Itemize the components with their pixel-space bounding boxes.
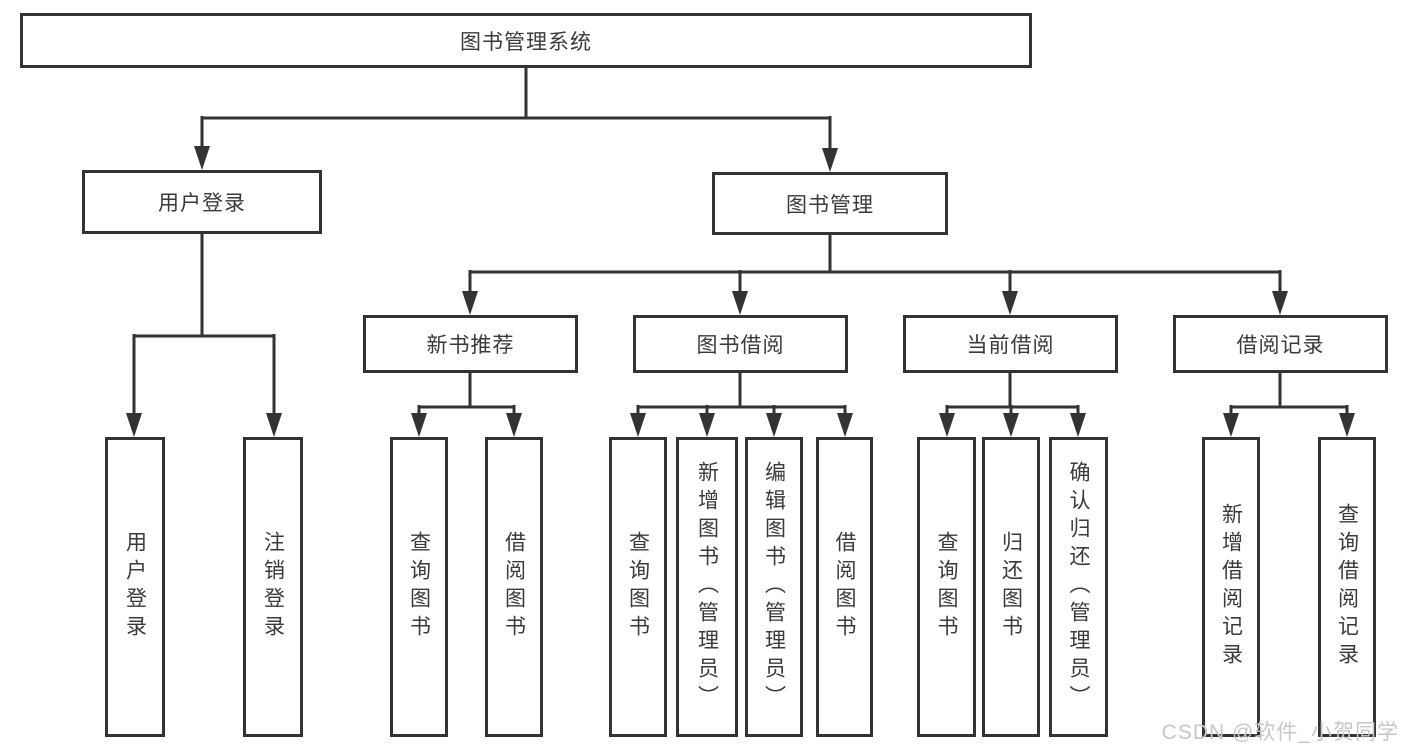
connector-userlogin-to-leaves [126, 234, 282, 437]
node-new-book-rec: 新书推荐 [363, 315, 578, 373]
leaf-record-add-borrow-record: 新增借阅记录 [1202, 437, 1260, 737]
csdn-watermark: CSDN @软件_小贺同学 [1161, 721, 1399, 744]
leaf-borrow-query-books: 查询图书 [609, 437, 667, 737]
node-book-borrow-label: 图书借阅 [696, 334, 785, 357]
leaf-borrow-add-books-admin: 新增图书（管理员） [676, 437, 738, 737]
connector-borrowrecord-to-leaves [1223, 373, 1355, 437]
leaf-newbook-borrow-books-label: 借阅图书 [502, 531, 526, 643]
node-book-mgmt-branch-label: 图书管理 [786, 193, 874, 217]
node-root-label: 图书管理系统 [460, 30, 592, 54]
node-user-login-branch: 用户登录 [82, 170, 322, 234]
leaf-record-add-borrow-record-label: 新增借阅记录 [1219, 503, 1243, 671]
leaf-logout-label: 注销登录 [261, 531, 285, 643]
leaf-logout: 注销登录 [243, 437, 303, 737]
leaf-user-login: 用户登录 [105, 437, 165, 737]
leaf-newbook-borrow-books: 借阅图书 [485, 437, 543, 737]
leaf-current-return-books-label: 归还图书 [999, 531, 1023, 643]
node-current-borrow: 当前借阅 [903, 315, 1118, 373]
leaf-borrow-borrow-books: 借阅图书 [816, 437, 873, 737]
connector-newbookrec-to-leaves [411, 373, 522, 437]
node-book-mgmt-branch: 图书管理 [712, 172, 948, 235]
leaf-borrow-edit-books-admin: 编辑图书（管理员） [745, 437, 803, 737]
leaf-borrow-borrow-books-label: 借阅图书 [833, 531, 856, 643]
leaf-current-return-books: 归还图书 [982, 437, 1040, 737]
connector-currentborrow-to-leaves [939, 373, 1086, 437]
leaf-newbook-query-books: 查询图书 [390, 437, 448, 737]
leaf-current-confirm-return-admin: 确认归还（管理员） [1049, 437, 1108, 737]
leaf-borrow-add-books-admin-label: 新增图书（管理员） [695, 461, 719, 713]
node-book-borrow: 图书借阅 [633, 315, 848, 373]
leaf-record-query-borrow-record-label: 查询借阅记录 [1335, 503, 1359, 671]
node-borrow-record: 借阅记录 [1173, 315, 1388, 373]
node-user-login-branch-label: 用户登录 [158, 192, 246, 215]
leaf-borrow-query-books-label: 查询图书 [626, 531, 650, 643]
leaf-newbook-query-books-label: 查询图书 [407, 531, 431, 643]
node-new-book-rec-label: 新书推荐 [426, 334, 515, 357]
leaf-user-login-label: 用户登录 [123, 531, 147, 643]
leaf-current-query-books-label: 查询图书 [935, 531, 958, 643]
connector-root-to-level2 [194, 68, 838, 172]
leaf-borrow-edit-books-admin-label: 编辑图书（管理员） [762, 461, 786, 713]
node-root: 图书管理系统 [20, 13, 1032, 68]
node-borrow-record-label: 借阅记录 [1236, 334, 1325, 357]
leaf-current-confirm-return-admin-label: 确认归还（管理员） [1067, 461, 1090, 713]
node-current-borrow-label: 当前借阅 [966, 334, 1055, 357]
connector-bookborrow-to-leaves [630, 373, 853, 437]
connector-bookmgmt-to-level3 [462, 235, 1288, 315]
leaf-record-query-borrow-record: 查询借阅记录 [1318, 437, 1376, 737]
leaf-current-query-books: 查询图书 [917, 437, 976, 737]
